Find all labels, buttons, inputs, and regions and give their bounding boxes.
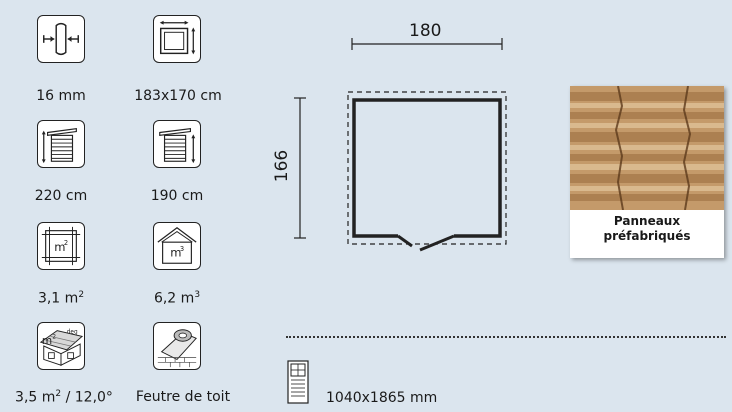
- wall-thickness-icon: [37, 15, 85, 63]
- roofing-felt-icon: [153, 322, 201, 370]
- back-height-icon: [153, 120, 201, 168]
- volume-unit-sup: 3: [194, 290, 201, 300]
- plan-depth-label: 166: [272, 149, 293, 183]
- door-size-label: 1040x1865 mm: [326, 390, 438, 406]
- prefab-panels-photo: Panneaux préfabriqués: [570, 86, 724, 258]
- wood-texture-image: [570, 86, 724, 210]
- volume-label: 6,2 m3: [138, 290, 216, 307]
- volume-icon-sup: 3: [180, 245, 184, 253]
- floor-area-icon: m 2: [37, 222, 85, 270]
- floor-area-label: 3,1 m2: [22, 290, 100, 307]
- roof-pitch-value: / 12,0°: [61, 389, 113, 406]
- roof-area-label: 3,5 m2 / 12,0°: [6, 389, 122, 406]
- volume-icon: m 3: [153, 222, 201, 270]
- back-height-label: 190 cm: [150, 188, 204, 204]
- door-icon: [287, 360, 309, 404]
- roof-area-unit-sup: 2: [55, 389, 62, 399]
- floor-area-value: 3,1 m: [37, 290, 79, 307]
- prefab-panels-caption: Panneaux préfabriqués: [570, 214, 724, 244]
- footprint-icon: [153, 15, 201, 63]
- wall-thickness-label: 16 mm: [36, 88, 86, 104]
- dotted-separator: [286, 336, 726, 338]
- floor-area-icon-text: m: [54, 240, 65, 254]
- roof-area-icon: m 2 deg: [37, 322, 85, 370]
- footprint-label: 183x170 cm: [134, 88, 222, 104]
- plan-width-label: 180: [409, 21, 442, 41]
- roof-area-icon-sup: 2: [52, 334, 56, 340]
- front-height-icon: [37, 120, 85, 168]
- caption-line-2: préfabriqués: [603, 229, 691, 243]
- floor-area-unit-sup: 2: [78, 290, 85, 300]
- floor-plan: 180 166: [270, 18, 530, 268]
- roofing-felt-label: Feutre de toit: [135, 389, 231, 405]
- caption-line-1: Panneaux: [613, 214, 681, 228]
- volume-value: 6,2 m: [153, 290, 195, 307]
- volume-icon-text: m: [170, 246, 181, 260]
- roof-area-value: 3,5 m: [15, 389, 56, 406]
- roof-area-icon-text: m: [42, 335, 52, 347]
- floor-area-icon-sup: 2: [64, 239, 68, 247]
- roof-pitch-icon-text: deg: [67, 330, 78, 336]
- front-height-label: 220 cm: [34, 188, 88, 204]
